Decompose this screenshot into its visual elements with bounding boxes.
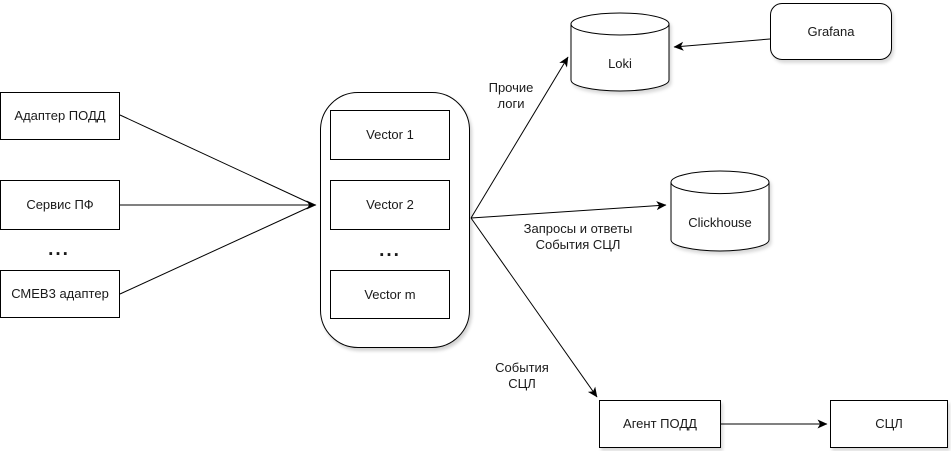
agent-podd-label: Агент ПОДД	[623, 416, 697, 431]
vector-m-label: Vector m	[364, 286, 416, 302]
arrow-adapter-podd-to-vector	[119, 114, 315, 206]
vector-1-label: Vector 1	[366, 127, 414, 142]
servis-pf-label: Сервис ПФ	[26, 197, 94, 212]
edge-label-zaprosy-otvety: Запросы и ответы События СЦЛ	[523, 221, 633, 252]
arrow-vector-to-clickhouse	[470, 201, 667, 219]
vector-group-ellipsis: ...	[379, 240, 401, 261]
database-cylinder-shape	[570, 12, 670, 92]
adapter-podd-node: Адаптер ПОДД	[0, 92, 120, 140]
adapter-podd-label: Адаптер ПОДД	[14, 108, 106, 123]
edge-label-sobytiya-scl: События СЦЛ	[495, 360, 549, 391]
database-cylinder-shape	[670, 170, 770, 252]
servis-pf-node: Сервис ПФ	[0, 180, 120, 230]
grafana-node: Grafana	[770, 3, 892, 60]
clickhouse-cylinder: Clickhouse	[670, 170, 770, 252]
scl-label: СЦЛ	[875, 416, 903, 431]
smev3-adapter-node: СМЕВ3 адаптер	[0, 270, 120, 318]
scl-node: СЦЛ	[830, 400, 948, 448]
grafana-label: Grafana	[807, 23, 855, 39]
vector-1-node: Vector 1	[330, 110, 450, 160]
vector-m-node: Vector m	[330, 270, 450, 319]
loki-label: Loki	[608, 55, 632, 71]
clickhouse-label: Clickhouse	[688, 214, 752, 230]
arrow-smev3-to-vector	[119, 204, 315, 295]
vector-2-node: Vector 2	[330, 180, 450, 230]
smev3-adapter-label: СМЕВ3 адаптер	[11, 286, 109, 301]
left-sources-ellipsis: ...	[48, 239, 70, 260]
edge-label-prochie-logi: Прочие логи	[488, 80, 534, 111]
vector-2-label: Vector 2	[366, 197, 414, 212]
agent-podd-node: Агент ПОДД	[599, 400, 721, 448]
loki-cylinder: Loki	[570, 12, 670, 92]
arrow-grafana-to-loki	[673, 38, 771, 51]
